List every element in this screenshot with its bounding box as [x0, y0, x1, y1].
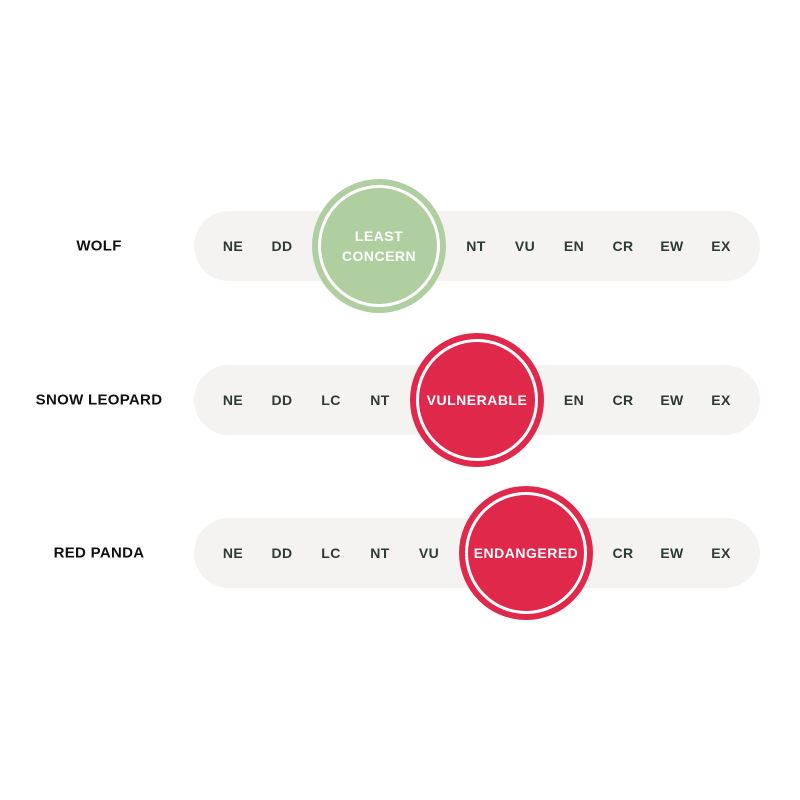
category-label-nt: NT [370, 545, 390, 561]
category-label-dd: DD [271, 545, 293, 561]
category-label-ex: EX [711, 238, 731, 254]
status-label: VULNERABLE [426, 392, 528, 408]
category-label-ne: NE [222, 238, 244, 254]
category-label-en: EN [563, 392, 585, 408]
category-label-vu: VU [514, 238, 536, 254]
species-row-snow-leopard: SNOW LEOPARD NE DD LC NT EN CR EW EX VUL… [0, 330, 800, 470]
category-label-ew: EW [660, 392, 684, 408]
status-badge: ENDANGERED [459, 486, 593, 620]
category-label-lc: LC [321, 545, 341, 561]
category-label-ex: EX [711, 392, 731, 408]
category-label-lc: LC [321, 392, 341, 408]
category-label-cr: CR [612, 545, 634, 561]
category-label-dd: DD [271, 392, 293, 408]
species-row-wolf: WOLF NE DD NT VU EN CR EW EX LEAST CONCE… [0, 176, 800, 316]
category-label-cr: CR [612, 392, 634, 408]
category-label-vu: VU [418, 545, 440, 561]
species-row-red-panda: RED PANDA NE DD LC NT VU CR EW EX ENDANG… [0, 483, 800, 623]
category-label-ew: EW [660, 545, 684, 561]
status-label: ENDANGERED [473, 545, 579, 561]
species-name: SNOW LEOPARD [35, 391, 163, 409]
species-name: RED PANDA [53, 544, 145, 562]
category-label-en: EN [563, 238, 585, 254]
category-label-ne: NE [222, 545, 244, 561]
status-badge: VULNERABLE [410, 333, 544, 467]
category-label-ne: NE [222, 392, 244, 408]
species-name: WOLF [76, 237, 122, 255]
status-badge-ring: LEAST CONCERN [318, 185, 440, 307]
category-label-dd: DD [271, 238, 293, 254]
category-label-nt: NT [466, 238, 486, 254]
status-label: LEAST CONCERN [341, 228, 417, 264]
status-badge-ring: VULNERABLE [416, 339, 538, 461]
category-label-nt: NT [370, 392, 390, 408]
category-label-ew: EW [660, 238, 684, 254]
status-badge: LEAST CONCERN [312, 179, 446, 313]
category-label-ex: EX [711, 545, 731, 561]
category-label-cr: CR [612, 238, 634, 254]
status-scale-track [194, 211, 760, 281]
status-badge-ring: ENDANGERED [465, 492, 587, 614]
